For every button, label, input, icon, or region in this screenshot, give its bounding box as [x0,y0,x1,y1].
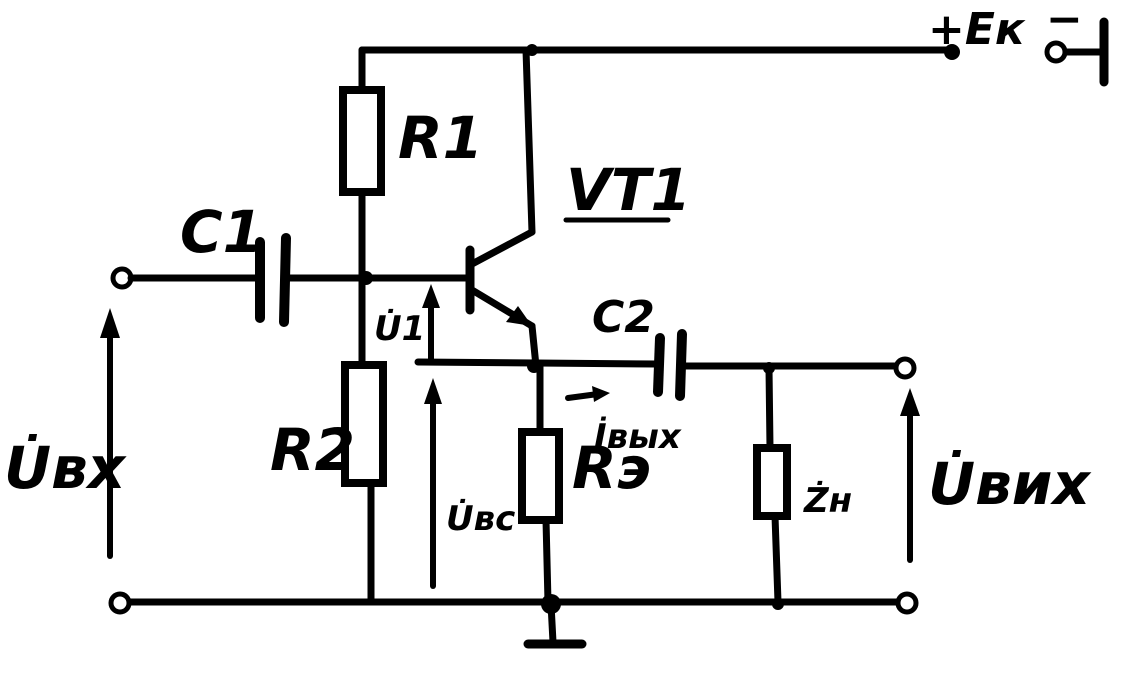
r2-label: R2 [270,416,355,484]
c1-capacitor [110,233,474,327]
c1-label: C1 [180,198,263,266]
ek-minus-label: − [1046,0,1083,45]
supply-rail [358,17,1109,87]
load-impedance [753,364,791,606]
i-out-label: İвых [594,416,682,457]
i-out-arrow [565,386,610,402]
r2-resistor [341,361,387,606]
re-label: Rэ [572,434,651,502]
u1-arrow [422,284,440,363]
u-be-arrow [424,378,442,589]
u-out-label: U̇вих [928,448,1091,518]
re-resistor [518,362,563,606]
u-be-label: U̇вс [446,498,515,539]
c2-label: C2 [592,292,655,343]
vt1-label: VT1 [566,156,691,224]
r1-label: R1 [398,104,483,172]
u1-label: U̇1 [374,308,425,349]
r1-resistor [339,46,385,369]
u-in-arrow [100,308,120,559]
z-load-label: Żн [803,480,852,521]
c2-capacitor [653,329,917,401]
ek-label: +Eк [928,4,1026,55]
u-out-arrow [900,388,920,563]
transistor-vt1 [465,46,540,370]
ground-rail [108,591,919,649]
u-in-label: U̇вх [4,432,127,502]
